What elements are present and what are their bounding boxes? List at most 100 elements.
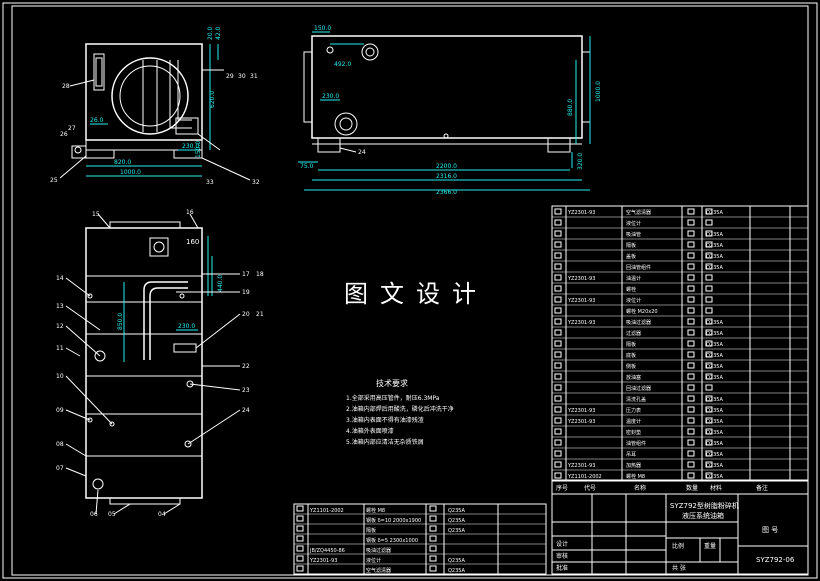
row-check xyxy=(554,208,562,215)
parts-name: 吸油过滤器 xyxy=(366,547,391,554)
parts-name: 螺栓 M8 xyxy=(626,473,645,480)
tech-req-5: 5.油箱内部应清洁无杂质铁屑 xyxy=(346,438,424,446)
header-mat: 材料 xyxy=(710,484,722,492)
top-dim-3: 1000.0 xyxy=(595,81,602,102)
balloon-side-2: 29 xyxy=(226,73,234,80)
row-qty-box xyxy=(687,428,695,435)
row-check xyxy=(554,274,562,281)
balloon-front-right: 16 xyxy=(186,209,194,216)
row-mat-box xyxy=(705,439,713,446)
design-title: 图文设计 xyxy=(344,280,488,308)
row-qty-box xyxy=(687,329,695,336)
balloon-side-3: 30 xyxy=(238,73,246,80)
parts-mat: Q235A xyxy=(706,397,723,403)
row-qty-box xyxy=(687,307,695,314)
row-check xyxy=(554,373,562,380)
row-check xyxy=(554,461,562,468)
row-mat-box xyxy=(705,340,713,347)
side-view: 20.0 42.0 620.0 26.0 820.0 1000.0 230.0 … xyxy=(50,26,260,186)
parts-mat: Q235A xyxy=(706,408,723,414)
row-qty-box xyxy=(687,230,695,237)
row-mat-box xyxy=(705,406,713,413)
balloon-front-left: 07 xyxy=(56,465,64,472)
parts-mat: Q235A xyxy=(706,320,723,326)
row-qty-box xyxy=(429,525,437,532)
parts-std: YZ2301-93 xyxy=(567,276,595,282)
row-mat-box xyxy=(705,318,713,325)
row-qty-box xyxy=(687,241,695,248)
row-check xyxy=(554,318,562,325)
header-no: 序号 xyxy=(556,484,568,492)
balloon-front-right: 19 xyxy=(242,289,250,296)
row-qty-box xyxy=(687,384,695,391)
row-check xyxy=(296,535,304,542)
row-qty-box xyxy=(687,362,695,369)
parts-mat: Q235A xyxy=(448,528,465,534)
row-mat-box xyxy=(705,285,713,292)
parts-name: 空气滤清器 xyxy=(626,209,651,216)
side-dim-2: 42.0 xyxy=(215,26,222,40)
parts-std: YZ2301-93 xyxy=(309,558,337,564)
parts-name: 温度计 xyxy=(626,418,641,425)
row-check xyxy=(296,565,304,572)
balloon-front-right: 18 xyxy=(256,271,264,278)
row-qty-box xyxy=(429,515,437,522)
parts-name: 液位计 xyxy=(626,220,641,227)
parts-name: 盖板 xyxy=(626,253,636,260)
parts-header: 序号 代号 名称 数量 材料 备注 xyxy=(551,479,809,495)
sheet-label: 共 张 xyxy=(672,564,686,572)
parts-name: 底板 xyxy=(626,352,636,359)
row-mat-box xyxy=(705,417,713,424)
designer-label: 设计 xyxy=(556,540,568,548)
row-check xyxy=(554,219,562,226)
parts-name: 回油过滤器 xyxy=(626,385,651,392)
side-dim-1: 20.0 xyxy=(207,26,214,40)
row-check xyxy=(554,329,562,336)
balloon-front-left: 05 xyxy=(108,511,116,518)
row-mat-box xyxy=(705,450,713,457)
top-view: 150.0 492.0 1000.0 880.0 230.0 75.0 2200… xyxy=(298,25,602,196)
row-check xyxy=(554,252,562,259)
row-mat-box xyxy=(705,384,713,391)
parts-name: 吊耳 xyxy=(626,452,636,458)
header-code: 代号 xyxy=(584,484,596,492)
row-mat-box xyxy=(705,219,713,226)
balloon-side-6: 33 xyxy=(206,179,214,186)
parts-mat: Q235A xyxy=(706,331,723,337)
row-mat-box xyxy=(705,296,713,303)
parts-name: 隔板 xyxy=(626,242,636,249)
top-dim-4: 880.0 xyxy=(567,99,574,116)
side-dim-11: 150.0 xyxy=(195,141,202,158)
company-label: 图 号 xyxy=(762,526,778,534)
balloon-front-left: 04 xyxy=(158,511,166,518)
parts-name: 隔板 xyxy=(626,341,636,348)
row-qty-box xyxy=(687,417,695,424)
drawing-number: SYZ792-06 xyxy=(756,556,795,564)
parts-name: 钢板 δ=5 2300x1000 xyxy=(366,537,418,544)
top-dim-6: 230.0 xyxy=(322,93,339,100)
parts-name: 侧板 xyxy=(626,363,636,370)
parts-mat: Q235A xyxy=(448,568,465,574)
row-mat-box xyxy=(705,472,713,479)
row-mat-box xyxy=(705,428,713,435)
balloon-front-left: 14 xyxy=(56,275,64,282)
row-qty-box xyxy=(429,565,437,572)
tech-req-1: 1.全部采用高压管件，耐压6.3MPa xyxy=(346,394,440,402)
row-mat-box xyxy=(705,362,713,369)
approve-label: 批准 xyxy=(556,564,568,572)
title-sub: 液压系统油箱 xyxy=(682,511,724,520)
tech-req-4: 4.油箱外表面喷漆 xyxy=(346,427,394,435)
row-check xyxy=(554,384,562,391)
top-dim-8: 2200.0 xyxy=(436,163,457,170)
front-dim-1: 160 xyxy=(186,238,199,246)
row-check xyxy=(554,340,562,347)
parts-name: 吸油管 xyxy=(626,231,641,238)
row-mat-box xyxy=(705,208,713,215)
balloon-front-left: 13 xyxy=(56,303,64,310)
balloon-front-left: 08 xyxy=(56,441,64,448)
top-dim-1: 150.0 xyxy=(314,25,331,32)
front-view: 160 440.0 850.0 230.0 151413121110090807… xyxy=(56,209,264,518)
balloon-front-right: 24 xyxy=(242,407,250,414)
